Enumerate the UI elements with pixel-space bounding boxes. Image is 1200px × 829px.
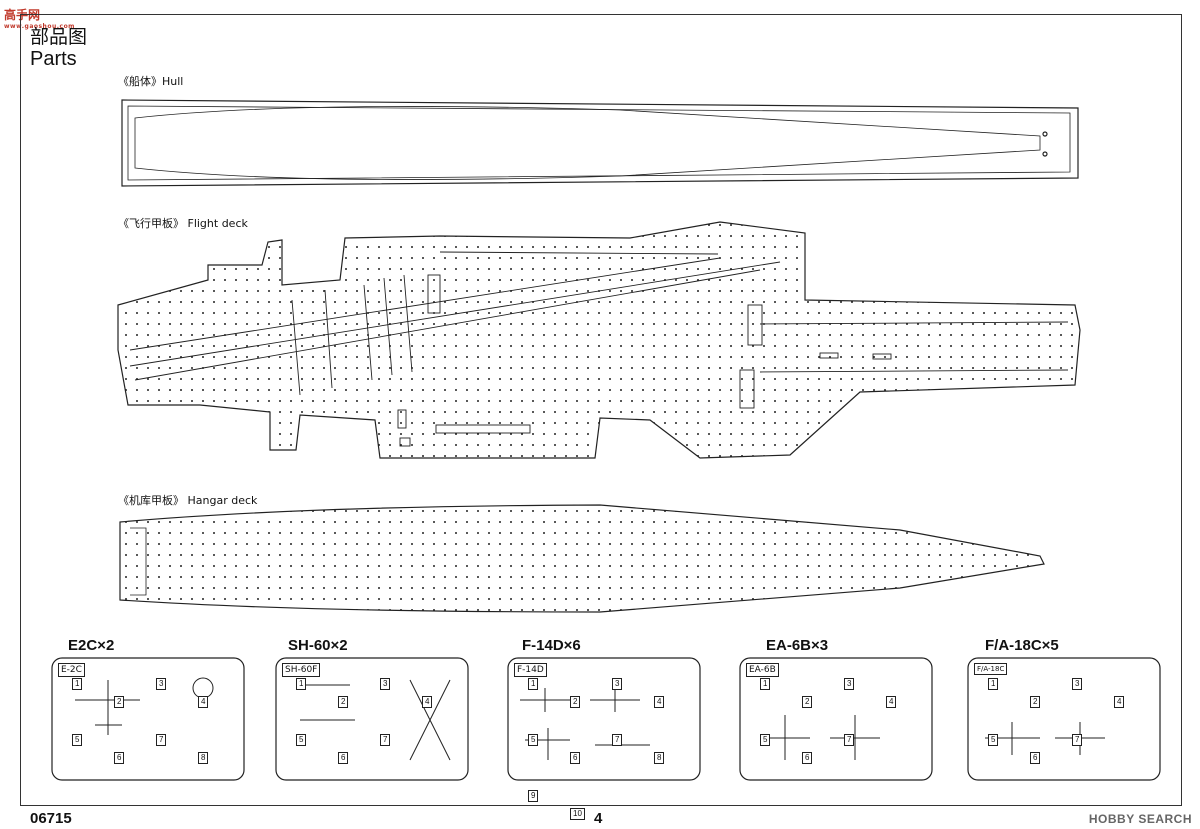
part-number-marker: 10 — [570, 808, 585, 820]
part-number-marker: 6 — [1030, 752, 1041, 764]
part-number-marker: 4 — [198, 696, 209, 708]
sprue-label-f14d: F-14D — [514, 663, 547, 677]
product-code: 06715 — [30, 810, 72, 827]
page-number: 4 — [594, 810, 603, 827]
part-number-marker: 2 — [114, 696, 125, 708]
part-number-marker: 3 — [156, 678, 167, 690]
sprue-label-sh60: SH-60F — [282, 663, 321, 677]
part-number-marker: 4 — [1114, 696, 1125, 708]
site-logo: 高手网 www.gaoshou.com — [4, 6, 75, 30]
hangar-deck-label: 《机库甲板》 Hangar deck — [118, 494, 258, 507]
part-number-marker: 7 — [844, 734, 855, 746]
part-number-marker: 2 — [1030, 696, 1041, 708]
aircraft-title-ea6b: EA-6B×3 — [766, 637, 829, 654]
part-number-marker: 1 — [988, 678, 999, 690]
part-number-marker: 6 — [338, 752, 349, 764]
part-number-marker: 1 — [528, 678, 539, 690]
part-number-marker: 4 — [654, 696, 665, 708]
page-frame — [20, 14, 1182, 806]
part-number-marker: 6 — [570, 752, 581, 764]
part-number-marker: 6 — [114, 752, 125, 764]
part-number-marker: 3 — [844, 678, 855, 690]
part-number-marker: 7 — [612, 734, 623, 746]
logo-en: www.gaoshou.com — [4, 23, 75, 30]
aircraft-title-f14d: F-14D×6 — [522, 637, 581, 654]
hangar-deck-part — [119, 504, 1045, 613]
part-number-marker: 1 — [72, 678, 83, 690]
part-number-marker: 3 — [612, 678, 623, 690]
part-number-marker: 7 — [1072, 734, 1083, 746]
part-number-marker: 2 — [338, 696, 349, 708]
part-number-marker: 2 — [802, 696, 813, 708]
aircraft-title-e2c: E2C×2 — [68, 637, 115, 654]
part-number-marker: 8 — [198, 752, 209, 764]
hull-label: 《船体》Hull — [118, 75, 184, 88]
part-number-marker: 3 — [380, 678, 391, 690]
sprue-frames — [51, 657, 1161, 781]
flight-deck-part — [117, 221, 1081, 459]
part-number-marker: 8 — [654, 752, 665, 764]
sprue-label-ea6b: EA-6B — [746, 663, 779, 677]
part-number-marker: 5 — [296, 734, 307, 746]
part-number-marker: 3 — [1072, 678, 1083, 690]
part-number-marker: 5 — [528, 734, 539, 746]
part-number-marker: 5 — [760, 734, 771, 746]
logo-cn: 高手网 — [4, 8, 41, 22]
part-number-marker: 2 — [570, 696, 581, 708]
aircraft-silhouettes — [75, 677, 1105, 761]
page-title-cn: 部品图 — [30, 26, 88, 48]
part-number-marker: 5 — [72, 734, 83, 746]
aircraft-title-sh60: SH-60×2 — [288, 637, 348, 654]
part-number-marker: 9 — [528, 790, 539, 802]
hull-part — [121, 99, 1079, 187]
part-number-marker: 1 — [296, 678, 307, 690]
part-number-marker: 5 — [988, 734, 999, 746]
flight-deck-label: 《飞行甲板》 Flight deck — [118, 217, 248, 230]
part-number-marker: 7 — [380, 734, 391, 746]
aircraft-title-fa18c: F/A-18C×5 — [985, 637, 1059, 654]
part-number-marker: 4 — [422, 696, 433, 708]
part-number-marker: 7 — [156, 734, 167, 746]
sprue-label-fa18c: F/A-18C — [974, 663, 1008, 675]
part-number-marker: 1 — [760, 678, 771, 690]
part-number-marker: 6 — [802, 752, 813, 764]
page-title: Parts — [30, 48, 77, 70]
sprue-label-e2c: E-2C — [58, 663, 85, 677]
part-number-marker: 4 — [886, 696, 897, 708]
watermark: HOBBY SEARCH — [1088, 812, 1192, 826]
